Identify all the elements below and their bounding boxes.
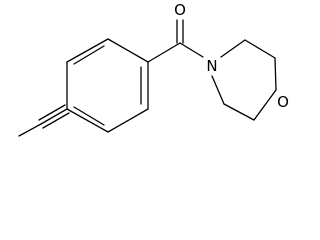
morpholine-ring: N O [206,39,289,121]
molecule-structure: O N O [18,1,289,137]
ring-bond [244,39,276,59]
triple-bond-line [42,112,70,129]
carbonyl-nitrogen-bond [179,42,204,58]
ring-bond [223,103,255,121]
ring-bond [66,108,109,133]
ring-bond [66,38,109,63]
ring-bond [107,38,149,63]
ring-double-bond [73,106,105,126]
ring-bond [220,39,246,58]
carbonyl-group: O [147,1,204,63]
ring-bond [107,108,149,133]
ring-double-bond [73,45,105,65]
amide-nitrogen-label: N [206,57,217,75]
triple-bond-line [40,108,68,125]
ring-bond [211,75,225,105]
ring-oxygen-label: O [277,93,289,111]
terminal-alkyne-bond [18,123,42,137]
ethynyl-group [18,104,70,137]
benzene-ring [66,38,149,133]
aryl-carbonyl-bond [147,42,181,63]
triple-bond-line [38,104,66,121]
ring-bond [274,57,277,91]
ring-bond [253,89,277,121]
carbonyl-oxygen-label: O [174,1,186,19]
